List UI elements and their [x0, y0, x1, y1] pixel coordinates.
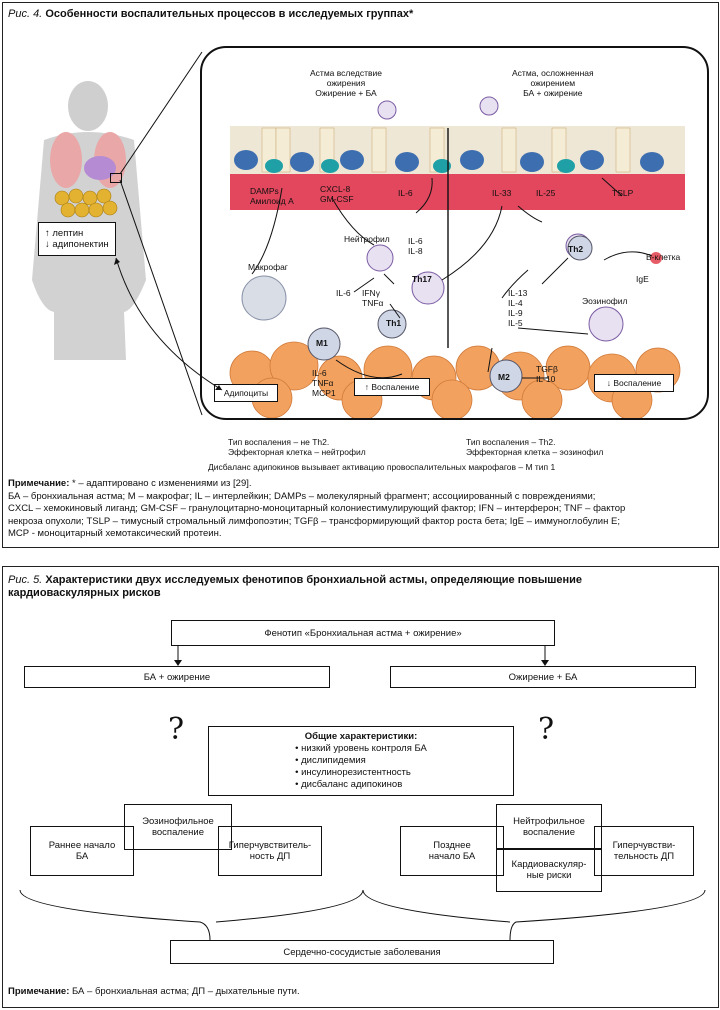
figure-4-title: Особенности воспалительных процессов в и…	[45, 8, 414, 20]
leptin-label: ↑ лептин	[45, 228, 84, 239]
macrophage-label: Макрофаг	[248, 262, 288, 272]
ifn-tnf-label: IFNγ TNFα	[362, 288, 384, 308]
lung-zoom-marker	[110, 173, 122, 183]
left-question-mark: ?	[168, 712, 185, 747]
b-cell-label: В-клетка	[646, 252, 681, 262]
ige-label: IgE	[636, 274, 649, 284]
common-item: дислипидемия	[295, 755, 427, 767]
il6-il8-label: IL-6 IL-8	[408, 236, 423, 256]
figure-5-connectors	[19, 645, 706, 940]
eosinophil-label: Эозинофил	[582, 296, 628, 306]
leptin-adiponectin-box: ↑ лептин ↓ адипонектин	[38, 222, 116, 256]
th1-label: Th1	[386, 318, 402, 328]
figure-4-caption: Рис. 4. Особенности воспалительных проце…	[8, 8, 708, 21]
inflammation-up-box: ↑ Воспаление	[354, 378, 430, 396]
il6-top-label: IL-6	[398, 188, 413, 198]
common-title: Общие характеристики:	[304, 731, 418, 742]
late-onset-box: Позднее начало БА	[400, 826, 504, 876]
m2-label: M2	[498, 372, 510, 382]
note-label: Примечание:	[8, 478, 70, 489]
type-left: Тип воспаления – не Th2. Эффекторная кле…	[228, 437, 366, 457]
common-item: низкий уровень контроля БА	[295, 743, 427, 755]
adipocytes-box: Адипоциты	[214, 384, 278, 402]
figure-5-note: Примечание: БА – бронхиальная астма; ДП …	[8, 986, 708, 999]
damps-label: DAMPs Амилоид А	[250, 186, 294, 206]
neutrophil-label: Нейтрофил	[344, 234, 390, 244]
common-item: инсулинорезистентность	[295, 767, 427, 779]
right-group-box: Ожирение + БА	[390, 666, 696, 688]
adipokine-imbalance: Дисбаланс адипокинов вызывает активацию …	[208, 462, 556, 472]
phenotype-box: Фенотип «Бронхиальная астма + ожирение»	[171, 620, 555, 646]
figure-5-label: Рис. 5.	[8, 574, 43, 586]
cardio-risk-box: Кардиоваскуляр- ные риски	[496, 848, 602, 892]
header-right: Астма, осложненная ожирением БА + ожирен…	[512, 68, 594, 98]
inflammation-down-box: ↓ Воспаление	[594, 374, 674, 392]
neutrophilic-box: Нейтрофильное воспаление	[496, 804, 602, 850]
note-line: БА – бронхиальная астма; M – макрофаг; I…	[8, 490, 596, 502]
inflammation-inset-panel: Астма вследствие ожирения Ожирение + БА …	[200, 46, 709, 420]
common-item: дисбаланс адипокинов	[295, 779, 427, 791]
il6-left-label: IL-6	[336, 288, 351, 298]
il33-label: IL-33	[492, 188, 512, 198]
header-left: Астма вследствие ожирения Ожирение + БА	[310, 68, 383, 98]
note-text-5: БА – бронхиальная астма; ДП – дыхательны…	[69, 986, 300, 997]
right-question-mark: ?	[538, 712, 555, 747]
tgf-il10-label: TGFβ IL-10	[536, 364, 558, 384]
hyper-left-box: Гиперчувствитель- ность ДП	[218, 826, 322, 876]
note-line: некроза опухоли; TSLP – тимусный стромал…	[8, 515, 620, 527]
figure-4-label: Рис. 4.	[8, 8, 43, 20]
type-right: Тип воспаления – Th2. Эффекторная клетка…	[466, 437, 604, 457]
note-line: МСР - моноцитарный хемотаксический проте…	[8, 528, 222, 539]
cvd-box: Сердечно-сосудистые заболевания	[170, 940, 554, 964]
adiponectin-label: ↓ адипонектин	[45, 239, 109, 250]
note-line: CXCL – хемокиновый лиганд; GM-CSF – гран…	[8, 503, 626, 514]
note-label-5: Примечание:	[8, 986, 70, 997]
th17-label: Th17	[412, 274, 432, 284]
common-characteristics-box: Общие характеристики: низкий уровень кон…	[208, 726, 514, 796]
hyper-right-box: Гиперчувстви- тельность ДП	[594, 826, 694, 876]
leptin-connector-arrow	[114, 257, 223, 391]
common-list: низкий уровень контроля БА дислипидемия …	[295, 743, 427, 791]
zoom-lines	[119, 51, 203, 416]
m1-label: M1	[316, 338, 328, 348]
cytokines-right: IL-13 IL-4 IL-9 IL-5	[508, 288, 528, 328]
figure-5-frame	[2, 566, 719, 1008]
cxcl8-label: CXCL-8 GM-CSF	[320, 184, 354, 204]
note-first: * – адаптировано с изменениями из [29].	[69, 478, 252, 489]
m1-cytokines-label: IL-6 TNFα MCP1	[312, 368, 336, 398]
figure-5-title: Характеристики двух исследуемых фенотипо…	[45, 574, 583, 586]
eosinophilic-box: Эозинофильное воспаление	[124, 804, 232, 850]
figure-4-frame	[2, 2, 719, 548]
il25-label: IL-25	[536, 188, 556, 198]
left-group-box: БА + ожирение	[24, 666, 330, 688]
figure-4-note: Примечание: * – адаптировано с изменения…	[8, 478, 713, 541]
figure-5-title-line2: кардиоваскулярных рисков	[8, 587, 161, 599]
early-onset-box: Раннее начало БА	[30, 826, 134, 876]
th2-label: Th2	[568, 244, 584, 254]
figure-5-caption: Рис. 5. Характеристики двух исследуемых …	[8, 574, 708, 600]
tslp-label: TSLP	[612, 188, 634, 198]
